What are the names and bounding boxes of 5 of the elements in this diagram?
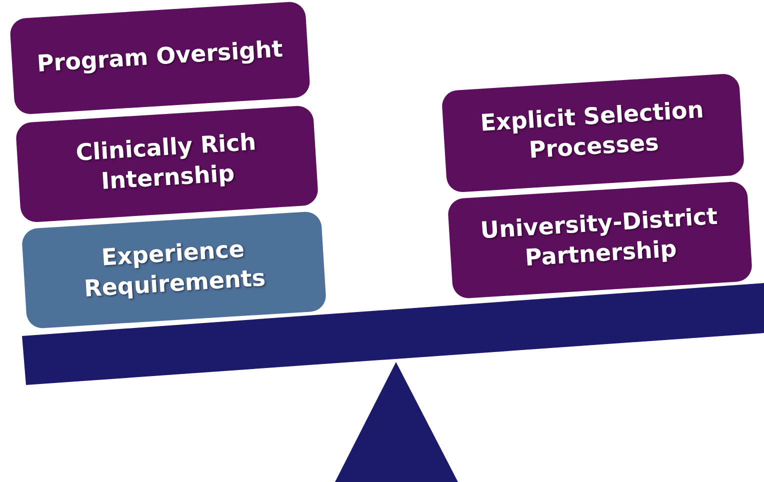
box-label: Experience Requirements <box>82 236 268 304</box>
box-label: Clinically Rich Internship <box>74 128 258 198</box>
box-label: Explicit Selection Processes <box>478 96 706 166</box>
box-label: Program Oversight <box>36 36 284 80</box>
box-label: University-District Partnership <box>478 202 720 274</box>
